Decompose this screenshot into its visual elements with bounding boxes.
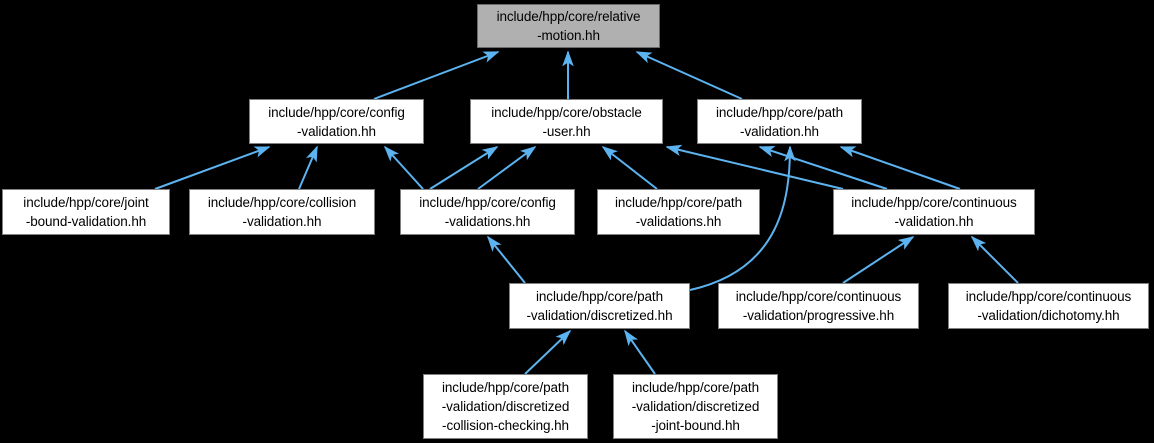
graph-edge-joint-bound-validation-to-config-validation bbox=[154, 146, 271, 190]
graph-edge-continuous-validation-to-path-validation bbox=[758, 146, 888, 190]
graph-node-label: include/hpp/core/obstacle -user.hh bbox=[491, 104, 642, 139]
graph-node-label: include/hpp/core/joint -bound-validation… bbox=[23, 195, 149, 229]
graph-node-obstacle-user[interactable]: include/hpp/core/obstacle -user.hh bbox=[470, 99, 663, 144]
graph-node-label: include/hpp/core/path -validation/discre… bbox=[441, 380, 570, 433]
graph-edge-continuous-validation-progressive-to-continuous-validation bbox=[842, 236, 915, 284]
graph-node-path-validation[interactable]: include/hpp/core/path -validation.hh bbox=[697, 99, 862, 144]
graph-edge-discretized-collision-checking-to-path-validation-discretized bbox=[524, 329, 572, 375]
graph-node-label: include/hpp/core/collision -validation.h… bbox=[207, 195, 357, 229]
graph-node-collision-validation[interactable]: include/hpp/core/collision -validation.h… bbox=[189, 189, 375, 235]
graph-node-path-validation-discretized[interactable]: include/hpp/core/path -validation/discre… bbox=[509, 283, 690, 329]
graph-edge-collision-validation-to-config-validation bbox=[298, 145, 318, 190]
graph-node-joint-bound-validation[interactable]: include/hpp/core/joint -bound-validation… bbox=[2, 189, 170, 235]
graph-node-label: include/hpp/core/config -validations.hh bbox=[419, 195, 556, 229]
graph-edge-continuous-validation-to-obstacle-user bbox=[665, 144, 844, 190]
graph-node-label: include/hpp/core/continuous -validation/… bbox=[735, 289, 902, 323]
graph-node-discretized-joint-bound[interactable]: include/hpp/core/path -validation/discre… bbox=[613, 374, 778, 439]
graph-node-label: include/hpp/core/config -validation.hh bbox=[268, 104, 405, 139]
graph-node-continuous-validation-progressive[interactable]: include/hpp/core/continuous -validation/… bbox=[718, 283, 919, 329]
graph-node-discretized-collision-checking[interactable]: include/hpp/core/path -validation/discre… bbox=[423, 374, 588, 439]
graph-edge-discretized-joint-bound-to-path-validation-discretized bbox=[624, 329, 656, 375]
graph-edge-continuous-validation-to-path-validation bbox=[839, 146, 961, 190]
graph-node-relative-motion[interactable]: include/hpp/core/relative -motion.hh bbox=[477, 4, 660, 48]
graph-edge-config-validations-to-config-validation bbox=[383, 145, 424, 190]
graph-node-label: include/hpp/core/path -validation/discre… bbox=[631, 380, 760, 433]
graph-node-label: include/hpp/core/path -validation/discre… bbox=[526, 289, 673, 323]
graph-edge-path-validations-to-obstacle-user bbox=[601, 146, 658, 190]
graph-node-config-validation[interactable]: include/hpp/core/config -validation.hh bbox=[249, 99, 424, 144]
graph-edge-path-validation-to-relative-motion bbox=[635, 51, 743, 100]
graph-edge-config-validations-to-obstacle-user bbox=[429, 146, 499, 190]
graph-node-path-validations[interactable]: include/hpp/core/path -validations.hh bbox=[597, 189, 760, 235]
graph-node-label: include/hpp/core/continuous -validation.… bbox=[851, 195, 1017, 229]
graph-edge-path-validation-discretized-to-config-validations bbox=[486, 235, 526, 284]
graph-node-continuous-validation[interactable]: include/hpp/core/continuous -validation.… bbox=[833, 189, 1035, 235]
graph-node-label: include/hpp/core/path -validations.hh bbox=[615, 195, 742, 229]
graph-node-label: include/hpp/core/continuous -validation/… bbox=[965, 289, 1132, 323]
graph-edge-config-validation-to-relative-motion bbox=[373, 51, 500, 100]
graph-node-label: include/hpp/core/path -validation.hh bbox=[716, 104, 843, 139]
graph-node-config-validations[interactable]: include/hpp/core/config -validations.hh bbox=[400, 189, 575, 235]
graph-node-continuous-validation-dichotomy[interactable]: include/hpp/core/continuous -validation/… bbox=[948, 283, 1149, 329]
graph-edge-continuous-validation-dichotomy-to-continuous-validation bbox=[970, 235, 1019, 284]
graph-edge-config-validations-to-obstacle-user bbox=[477, 146, 537, 190]
graph-node-label: include/hpp/core/relative -motion.hh bbox=[496, 9, 641, 43]
